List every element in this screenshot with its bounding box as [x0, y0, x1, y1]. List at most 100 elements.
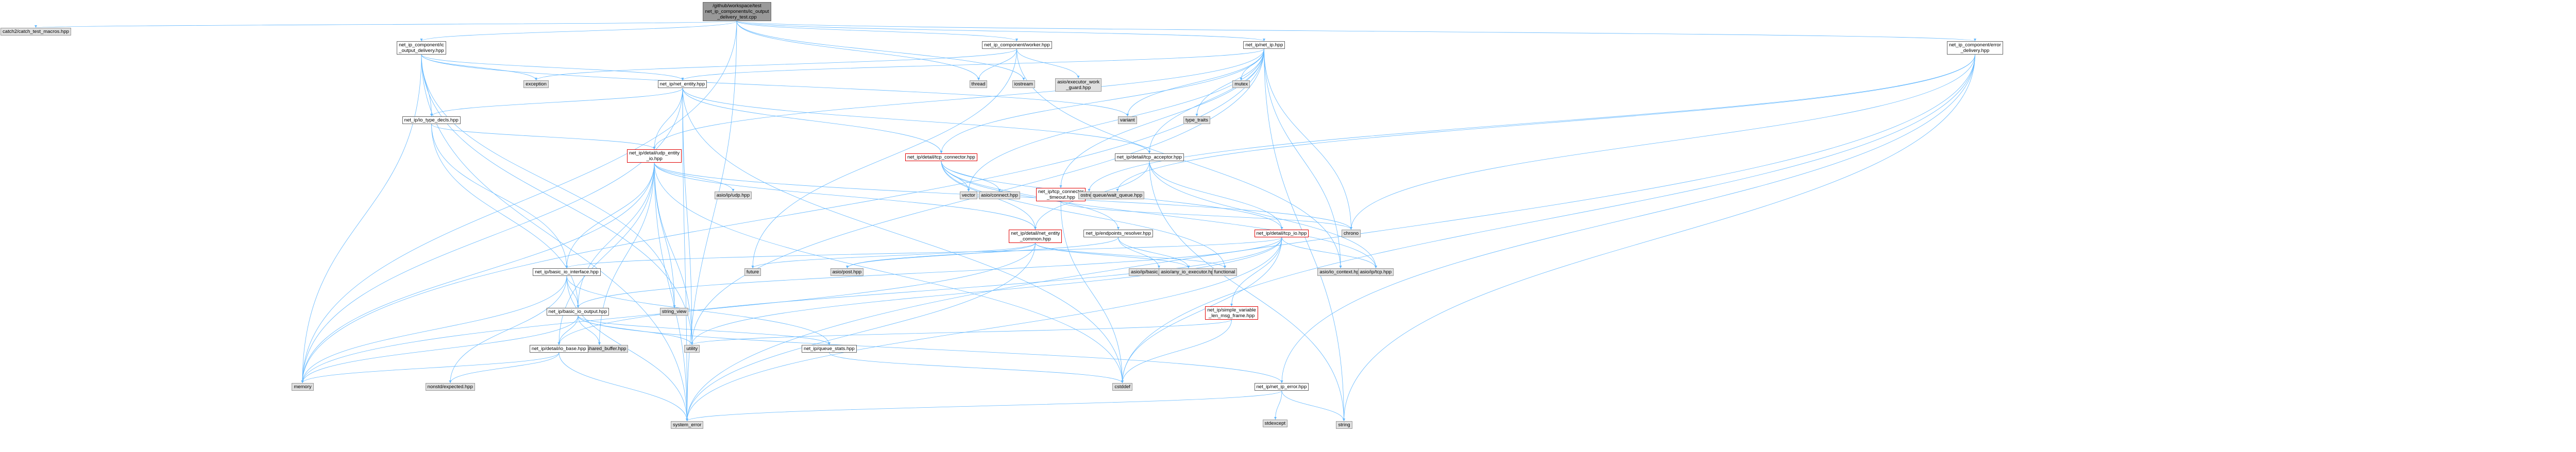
node-error-delivery[interactable]: net_ip_component/error_delivery.hpp: [1946, 41, 2003, 55]
node-stdexcept[interactable]: stdexcept: [1262, 420, 1288, 428]
edge-tcp_connector_timeout-to-cstddef: [1060, 201, 1123, 384]
edge-net_entity_common-to-asio_any_io_executor: [1035, 242, 1189, 269]
edge-tcp_io-to-cstddef: [1122, 237, 1282, 384]
node-tcp-acceptor[interactable]: net_ip/detail/tcp_acceptor.hpp: [1114, 153, 1184, 161]
node-asio-udp[interactable]: asio/ip/udp.hpp: [714, 192, 752, 200]
node-future[interactable]: future: [744, 268, 761, 276]
edge-error_delivery-to-string: [1344, 54, 1975, 422]
node-memory[interactable]: memory: [292, 383, 314, 391]
node-thread[interactable]: thread: [969, 80, 988, 89]
edge-error_delivery-to-cstddef: [1122, 54, 1975, 384]
edge-simple_variable-to-cstddef: [1122, 319, 1232, 384]
edge-tcp_io-to-system_error: [687, 237, 1282, 422]
node-label: net_ip_components/ic_output: [705, 9, 769, 15]
edge-arrowhead: [653, 147, 656, 149]
node-asio-post[interactable]: asio/post.hpp: [830, 268, 864, 276]
node-basic-io-interface[interactable]: net_ip/basic_io_interface.hpp: [533, 268, 601, 276]
edge-arrowhead: [1274, 417, 1277, 420]
edge-arrowhead: [1263, 39, 1265, 41]
node-system-error[interactable]: system_error: [671, 421, 704, 429]
node-label: net_ip/simple_variable: [1207, 307, 1256, 314]
edge-net_ip-to-asio_io_context: [1264, 48, 1341, 269]
node-io-base[interactable]: net_ip/detail/io_base.hpp: [529, 344, 588, 353]
edge-arrowhead: [1034, 227, 1037, 230]
node-basic-io-output[interactable]: net_ip/basic_io_output.hpp: [546, 308, 609, 316]
node-label: variant: [1120, 117, 1135, 124]
node-net-ip[interactable]: net_ip/net_ip.hpp: [1243, 41, 1285, 49]
node-label: asio/ip/tcp.hpp: [1360, 269, 1392, 275]
edge-arrowhead: [420, 39, 423, 41]
node-label: _io.hpp: [646, 156, 663, 162]
edge-io_base-to-system_error: [558, 352, 687, 422]
node-queue-wait[interactable]: queue/wait_queue.hpp: [1091, 192, 1145, 200]
node-udp-entity[interactable]: net_ip/detail/udp_entity_io.hpp: [627, 149, 682, 163]
edge-root-to-worker: [736, 21, 1017, 42]
node-asio-connect[interactable]: asio/connect.hpp: [979, 192, 1020, 200]
node-asio-any-io-executor[interactable]: asio/any_io_executor.hpp: [1159, 268, 1219, 276]
node-output-queue-stats[interactable]: net_ip/queue_stats.hpp: [802, 344, 857, 353]
edge-arrowhead: [565, 266, 568, 268]
node-asio-io-context[interactable]: asio/io_context.hpp: [1317, 268, 1364, 276]
edge-io_type_decls-to-udp_entity: [431, 124, 655, 150]
edge-root-to-error_delivery: [736, 21, 1975, 42]
edge-arrowhead: [577, 305, 580, 308]
edge-root-to-ic_output_delivery: [421, 21, 737, 42]
edge-arrowhead: [430, 114, 433, 116]
node-asio-tcp[interactable]: asio/ip/tcp.hpp: [1358, 268, 1394, 276]
node-label: net_ip/detail/tcp_acceptor.hpp: [1116, 154, 1182, 160]
edge-tcp_connector_timeout-to-chrono: [1060, 201, 1351, 230]
node-exception[interactable]: exception: [523, 80, 549, 89]
node-label: _len_msg_frame.hpp: [1209, 313, 1255, 319]
node-nonstd-expected[interactable]: nonstd/expected.hpp: [425, 383, 475, 391]
node-net-ip-error[interactable]: net_ip/net_ip_error.hpp: [1254, 383, 1309, 391]
node-label: future: [746, 269, 759, 275]
node-vector[interactable]: vector: [960, 192, 977, 200]
edge-tcp_io-to-simple_variable: [1231, 237, 1282, 307]
node-label: utility: [686, 345, 698, 352]
edge-arrowhead: [1187, 266, 1190, 268]
node-label: net_ip/queue_stats.hpp: [804, 345, 855, 352]
node-executor-work-guard[interactable]: asio/executor_work_guard.hpp: [1055, 78, 1102, 92]
node-string-view[interactable]: string_view: [659, 308, 689, 316]
node-tcp-connector-timeout[interactable]: net_ip/tcp_connector_timeout.hpp: [1036, 187, 1086, 201]
edge-basic_io_output-to-output_queue_stats: [578, 315, 829, 345]
node-ic-output-delivery[interactable]: net_ip_component/ic_output_delivery.hpp: [397, 41, 446, 55]
node-iostream[interactable]: iostream: [1012, 80, 1036, 89]
node-io-type-decls[interactable]: net_ip/io_type_decls.hpp: [402, 116, 461, 125]
node-tcp-connector[interactable]: net_ip/detail/tcp_connector.hpp: [905, 153, 977, 161]
node-endpoints-resolver[interactable]: net_ip/endpoints_resolver.hpp: [1083, 230, 1154, 238]
node-utility[interactable]: utility: [684, 344, 700, 353]
node-label: net_ip/detail/udp_entity: [629, 150, 680, 157]
edge-arrowhead: [535, 78, 537, 80]
node-type-traits[interactable]: type_traits: [1183, 116, 1210, 125]
edge-arrowhead: [35, 25, 37, 28]
edge-worker-to-executor_work_guard: [1016, 48, 1079, 79]
node-net-entity-common[interactable]: net_ip/detail/net_entity_common.hpp: [1009, 230, 1062, 244]
node-chrono[interactable]: chrono: [1342, 230, 1361, 238]
edge-net_entity_common-to-future: [752, 242, 1036, 269]
edge-net_ip-to-tcp_connector: [941, 48, 1264, 154]
edge-net_ip_error-to-stdexcept: [1275, 390, 1282, 420]
edge-arrowhead: [1350, 227, 1352, 230]
node-cstddef[interactable]: cstddef: [1112, 383, 1133, 391]
node-label: net_ip_component/error: [1948, 42, 2001, 48]
edge-endpoints_resolver-to-asio_post: [847, 237, 1118, 269]
node-worker[interactable]: net_ip_component/worker.hpp: [982, 41, 1052, 49]
node-catch-test[interactable]: catch2/catch_test_macros.hpp: [1, 27, 71, 36]
node-functional[interactable]: functional: [1212, 268, 1238, 276]
edge-arrowhead: [1126, 114, 1129, 116]
node-label: vector: [962, 193, 975, 199]
edge-tcp_connector-to-asio_tcp: [941, 161, 1376, 269]
node-net-entity[interactable]: net_ip/net_entity.hpp: [657, 80, 707, 89]
node-variant[interactable]: variant: [1118, 116, 1137, 125]
node-mutex[interactable]: mutex: [1232, 80, 1250, 89]
node-label: net_ip/net_ip_error.hpp: [1256, 384, 1307, 390]
edge-net_entity-to-utility: [682, 88, 692, 345]
edge-net_ip-to-memory: [302, 48, 1264, 384]
node-label: _guard.hpp: [1066, 84, 1091, 91]
edge-arrowhead: [449, 380, 452, 383]
node-string[interactable]: string: [1336, 421, 1352, 429]
node-tcp-io[interactable]: net_ip/detail/tcp_io.hpp: [1254, 230, 1309, 238]
node-simple-variable[interactable]: net_ip/simple_variable_len_msg_frame.hpp: [1205, 306, 1258, 320]
